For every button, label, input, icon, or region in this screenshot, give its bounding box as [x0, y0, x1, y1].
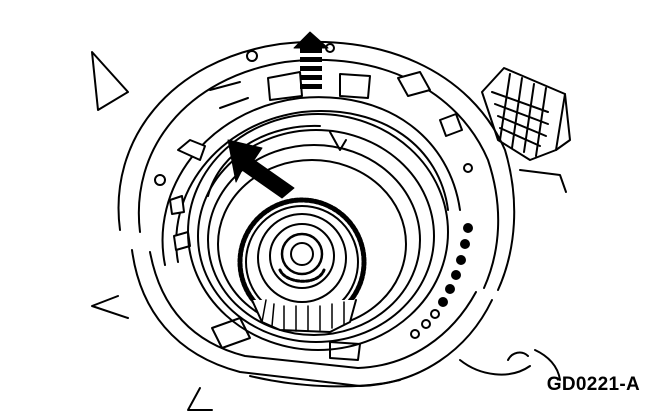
direction-arrow-up: [293, 31, 329, 89]
planetary-gear: [237, 197, 367, 333]
clutch-snap-ring: [161, 71, 463, 361]
figure-code-label: GD0221-A: [546, 374, 640, 395]
direction-arrow-diagonal: [227, 139, 295, 199]
case-flanges: [91, 51, 213, 411]
case-rib-grille: [481, 67, 571, 193]
clutch-pack: [187, 113, 449, 351]
rim-bolt-holes: [154, 43, 473, 339]
outer-case: [117, 40, 561, 388]
